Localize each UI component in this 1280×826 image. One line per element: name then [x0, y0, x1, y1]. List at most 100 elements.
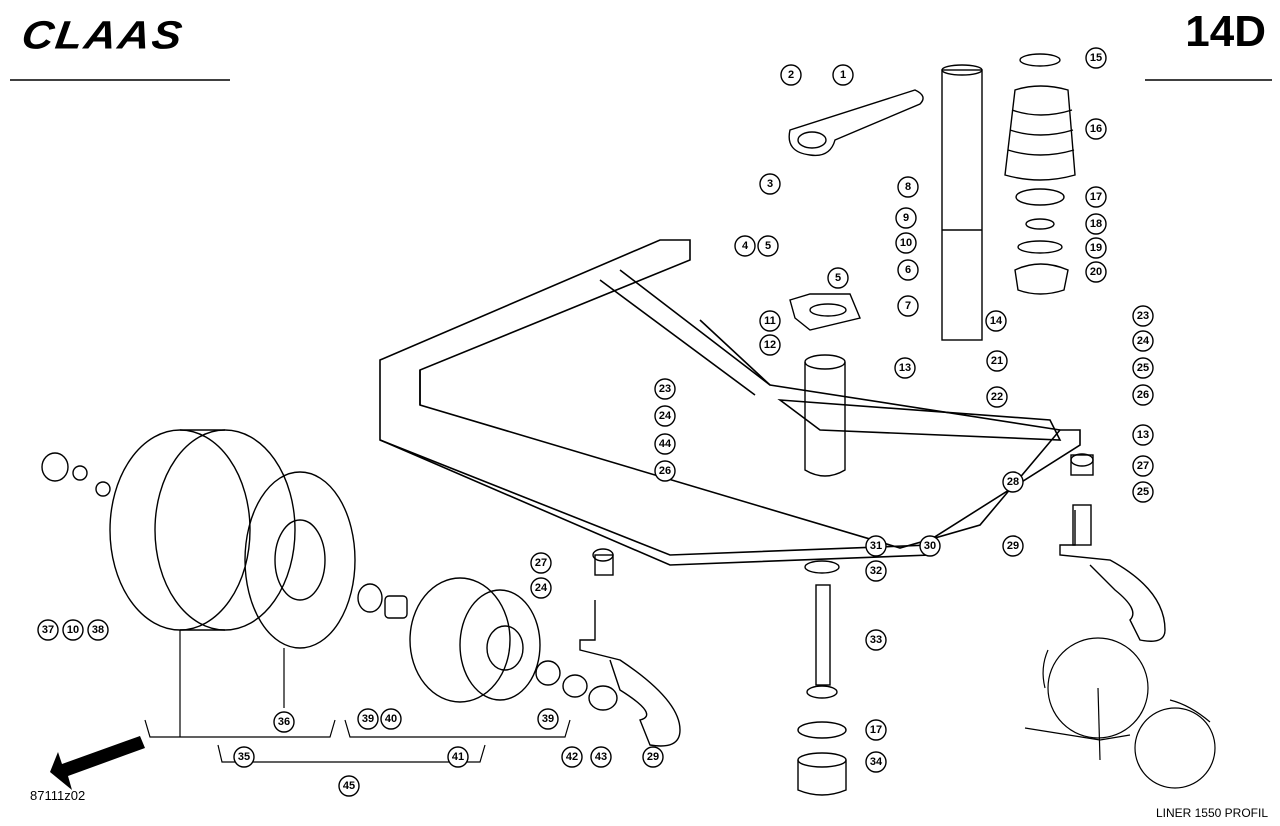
svg-text:22: 22	[991, 391, 1003, 403]
svg-text:8: 8	[905, 181, 911, 193]
callout-35	[233, 746, 255, 768]
callout-12	[759, 334, 781, 356]
callout-29a	[1002, 535, 1024, 557]
callout-37	[37, 619, 59, 641]
callout-41	[447, 746, 469, 768]
tire-assembly	[41, 429, 618, 711]
callout-21	[986, 350, 1008, 372]
callout-39a	[357, 708, 379, 730]
callout-9	[895, 207, 917, 229]
callout-20	[1085, 261, 1107, 283]
callout-5a	[757, 235, 779, 257]
callout-28	[1002, 471, 1024, 493]
callout-11	[759, 310, 781, 332]
svg-text:13: 13	[899, 362, 911, 374]
callout-32	[865, 560, 887, 582]
callout-15	[1085, 47, 1107, 69]
svg-text:38: 38	[92, 624, 104, 636]
svg-text:26: 26	[659, 465, 671, 477]
direction-arrow	[50, 736, 145, 790]
callout-24c	[530, 577, 552, 599]
svg-text:36: 36	[278, 716, 290, 728]
svg-text:5: 5	[835, 272, 841, 284]
svg-text:21: 21	[991, 355, 1003, 367]
svg-text:35: 35	[238, 751, 250, 763]
svg-text:1: 1	[840, 69, 846, 81]
svg-text:25: 25	[1137, 362, 1149, 374]
callout-17a	[1085, 186, 1107, 208]
svg-text:10: 10	[900, 237, 912, 249]
callout-13b	[1132, 424, 1154, 446]
callout-6	[897, 259, 919, 281]
callout-17b	[865, 719, 887, 741]
callout-36	[273, 711, 295, 733]
svg-text:42: 42	[566, 751, 578, 763]
axle-29-left	[579, 548, 681, 747]
axle-29-right	[1059, 453, 1166, 642]
callout-42	[561, 746, 583, 768]
callout-24b	[654, 405, 676, 427]
callout-14	[985, 310, 1007, 332]
svg-text:37: 37	[42, 624, 54, 636]
callout-25b	[1132, 481, 1154, 503]
model-name: LINER 1550 PROFIL	[1155, 806, 1268, 820]
callout-7	[897, 295, 919, 317]
callout-39b	[537, 708, 559, 730]
svg-text:31: 31	[870, 540, 882, 552]
callout-40	[380, 708, 402, 730]
svg-text:7: 7	[905, 300, 911, 312]
svg-text:16: 16	[1090, 123, 1102, 135]
group-brackets	[144, 630, 571, 763]
svg-text:39: 39	[362, 713, 374, 725]
svg-text:24: 24	[659, 410, 672, 422]
callout-33	[865, 629, 887, 651]
callout-29b	[642, 746, 664, 768]
svg-text:33: 33	[870, 634, 882, 646]
svg-text:27: 27	[535, 557, 547, 569]
svg-text:11: 11	[764, 315, 776, 327]
svg-text:39: 39	[542, 713, 554, 725]
callout-4	[734, 235, 756, 257]
svg-text:24: 24	[535, 582, 548, 594]
svg-text:26: 26	[1137, 389, 1149, 401]
svg-text:44: 44	[659, 438, 672, 450]
callout-group	[37, 47, 1154, 797]
callout-34	[865, 751, 887, 773]
callout-23b	[654, 378, 676, 400]
svg-text:30: 30	[924, 540, 936, 552]
callout-10a	[895, 232, 917, 254]
callout-8	[897, 176, 919, 198]
svg-text:12: 12	[764, 339, 776, 351]
page-code: 14D	[1185, 7, 1266, 56]
central-column	[789, 293, 861, 477]
callout-5b	[827, 267, 849, 289]
svg-text:32: 32	[870, 565, 882, 577]
callout-25a	[1132, 357, 1154, 379]
svg-text:20: 20	[1090, 266, 1102, 278]
frame-30	[379, 239, 1081, 566]
svg-text:40: 40	[385, 713, 397, 725]
callout-30	[919, 535, 941, 557]
svg-text:19: 19	[1090, 242, 1102, 254]
callout-27a	[1132, 455, 1154, 477]
lower-spindle-33	[797, 560, 847, 796]
callout-38	[87, 619, 109, 641]
callout-13a	[894, 357, 916, 379]
callout-31	[865, 535, 887, 557]
svg-text:23: 23	[659, 383, 671, 395]
svg-text:28: 28	[1007, 476, 1019, 488]
svg-text:29: 29	[1007, 540, 1019, 552]
svg-text:2: 2	[788, 69, 794, 81]
svg-text:45: 45	[343, 780, 355, 792]
callout-44	[654, 433, 676, 455]
drawing-number: 87111z02	[30, 788, 86, 803]
svg-text:3: 3	[767, 178, 773, 190]
svg-text:41: 41	[452, 751, 464, 763]
svg-text:9: 9	[903, 212, 909, 224]
svg-text:43: 43	[595, 751, 607, 763]
svg-text:17: 17	[870, 724, 882, 736]
svg-text:18: 18	[1090, 218, 1102, 230]
callout-24a	[1132, 330, 1154, 352]
